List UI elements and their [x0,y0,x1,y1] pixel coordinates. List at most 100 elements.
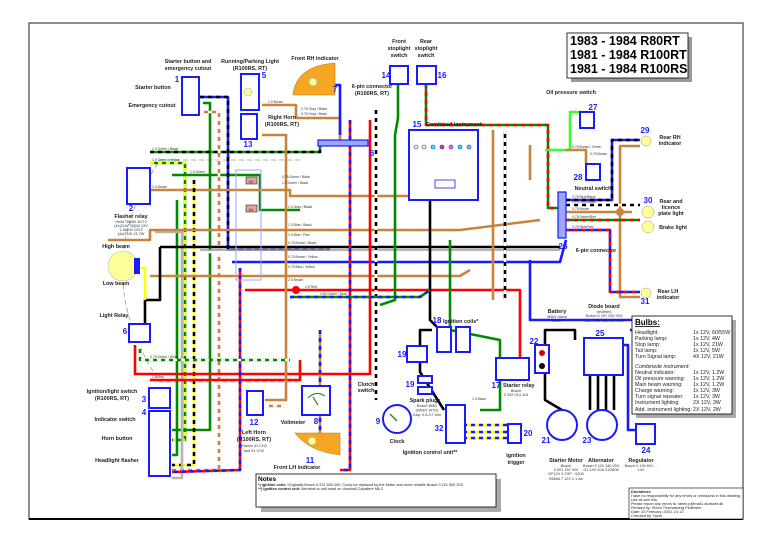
fuse-2 [245,204,258,213]
wire-green-2 [172,173,300,212]
note-2-bold: **) Ignition control unit: [258,487,300,491]
fuse-block [235,169,262,281]
handlebar-switch-number: 4 [142,408,147,417]
ignition-coil-1 [436,326,452,353]
front-lh-indicator [294,432,341,456]
oil-pressure-number: 27 [589,103,598,112]
neutral-switch-number: 28 [574,173,583,182]
spark-plugs-label: Spark plugs [410,398,441,404]
ignition-module-19 [406,345,428,363]
flasher-relay-sub-3: 1.5W/W 12V2 [119,228,142,232]
regulator-sub-1: Bosch 0 190 601 ... [625,464,658,468]
bulb-name: Headlight: [635,330,659,336]
diode-board-number: 25 [596,329,605,338]
right-horn-label-2: (R100RS, RT) [265,122,299,128]
handlebar-switch [148,410,171,477]
headlight-flasher-label: Headlight flasher [95,458,140,464]
combined-instrument [408,129,479,201]
wire-green-yellow-tracer [150,161,187,442]
bulb-name: Oil pressure warning: [635,376,685,382]
spark-plugs-sub-2: (W6DT W7D) [416,409,439,413]
brake-light-bulb-icon [641,220,655,234]
diode-board-sub-3: 0120 615 158 14V 20A [585,319,624,323]
rear-stoplight-switch [416,65,437,85]
wire-label: 0.75 Gray / Black [301,107,327,111]
voltmeter [301,385,331,416]
note-1-bold: *) Ignition coils: [258,483,286,487]
front-rh-indicator-number: 7 [333,85,338,94]
wire-labels: 1.0 Brown 0.75 Gray / Black 0.75 Gray / … [150,100,607,401]
starter-motor-sub-4: 0986A 7 12V 1.1 kw [549,477,583,481]
rear-licence-label-2: licence [662,205,680,211]
rear-stoplight-label-1: Rear [420,39,433,45]
bulb-name: Turn Signal lamp: [635,354,676,360]
front-stoplight-switch [389,65,409,85]
emergency-cutout-label: Emergency cutout [128,103,175,109]
instrument-warning-lamps [413,144,472,189]
alternator-label: Alternator [588,458,615,464]
rear-rh-label-2: indicator [659,141,683,147]
voltmeter-needle-icon [312,396,319,406]
wire-blue-red [340,120,352,472]
instrument-heading: Combinede instrument: [635,364,690,370]
wire-green-white-tracer [138,345,290,362]
battery-label: Battery [548,309,567,315]
starter-relay-sub-2: 0 332 014 118 [504,393,528,397]
diode-board-label: Diode board [588,304,619,310]
high-beam-label: High beam [102,244,130,250]
bulb-name: Tail lamp: [635,348,657,354]
rear-stoplight-label-3: switch [418,53,435,59]
wires [108,83,642,480]
bulb-spec: 1x 12V, 4W [693,336,720,342]
wire-green-blue-tracer [290,288,431,299]
oil-pressure-switch [579,111,595,129]
wire-black-relay [143,247,162,323]
wire-green-stop [379,84,400,307]
bulbs-table: Headlight: 1x 12V, 60/55W Parking lamp: … [635,330,730,413]
notes-box [255,473,497,508]
headlight-connector [134,258,140,274]
disclaimer-line: Please report any errors to: steen.p@mai… [631,502,723,506]
wire-label: 1.0 Blue / Black [288,223,312,227]
six-pin-front-label-2: (R100RS, RT) [355,91,389,97]
wire-green-ignition [448,240,502,412]
wire-label: 1.0 Red [152,375,164,379]
fuse-2-label: 8A [249,208,254,212]
disclaimer-line: Checked by: None [631,514,662,518]
wire-label: 1.0 Blue / Red [288,233,310,237]
flasher-relay-sub-4: (4x)21W 13-7W [118,232,145,236]
wire-label: 1.0 Gray / Black [288,205,312,209]
wire-green [172,101,212,432]
note-2-text: Identical to unit used on Vauxhall Caval… [301,487,383,491]
wire-label: 0.75 Blue/Black [572,195,596,199]
wire-label: 0.75 Blue/Red [572,225,594,229]
wire-label: 0.75 Blue / Yellow [288,265,315,269]
clock-number: 9 [376,417,381,426]
clock [382,404,412,434]
spark-plug-2 [417,386,433,395]
wire-junction-red [292,286,300,294]
ignition-coils-number: 18 [433,316,442,325]
alternator-number: 23 [583,436,592,445]
bulb-name: Turn signal repeater: [635,394,684,400]
rear-stoplight-number: 16 [438,71,447,80]
ignition-switch-number: 3 [142,395,147,404]
rear-licence-number: 30 [644,196,653,205]
rear-lh-indicator-bulb-icon [640,287,652,299]
battery-sub-1: 6N6V Varta [547,315,567,319]
six-pin-rear-label: 6-pin connector [576,248,617,254]
battery-sub-2: 28Ah [553,319,562,323]
wire-label: 1.0 Green / Black [282,181,309,185]
ignition-coils-label: Ignition coils* [443,319,479,325]
title-line-3: 1981 - 1984 R100RS [570,62,687,76]
wire-red-1 [150,360,302,382]
starter-motor-sub-3: DF12V 0.7HP - 0208 [548,472,583,476]
ignition-control-number: 32 [435,424,444,433]
six-pin-front-label-1: 6-pin connector [352,84,393,90]
bulb-spec: 1x 12V, 3W [693,394,720,400]
headlight-bulb-icon [107,250,139,282]
title-line-1: 1983 - 1984 R80RT [570,34,680,48]
wire-label: 0.75 Green / Black [282,175,310,179]
front-lh-label: Front LH indicator [274,465,322,471]
bulb-name: Charge warning: [635,388,674,394]
